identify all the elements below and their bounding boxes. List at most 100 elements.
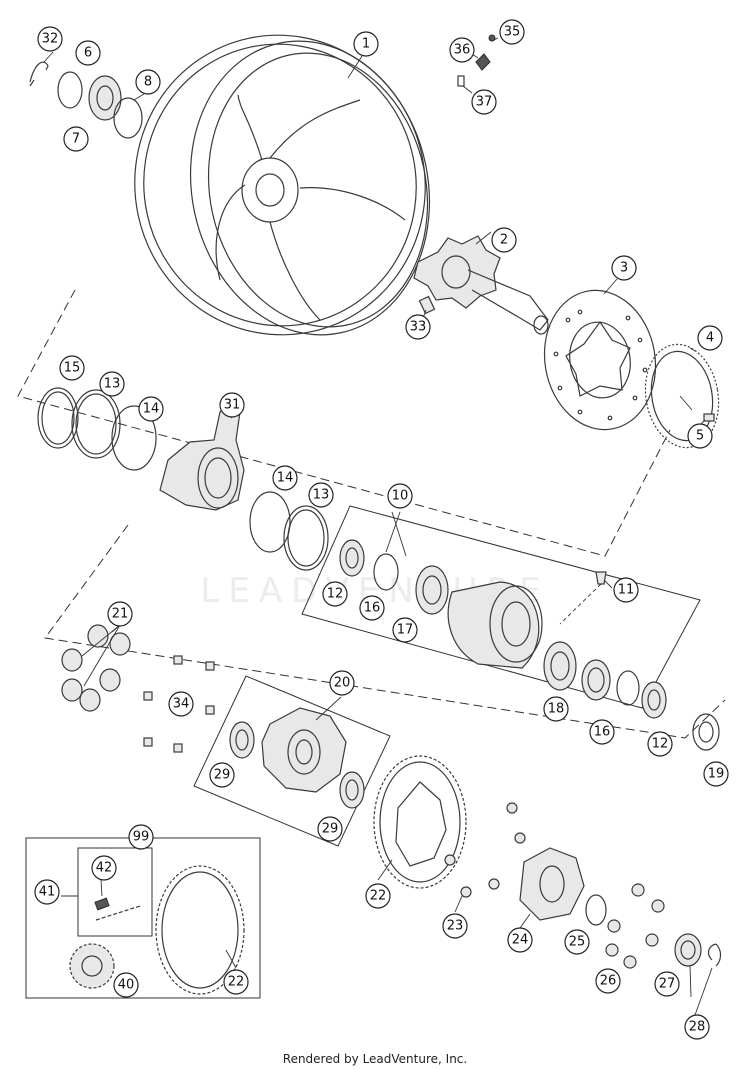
valve-part <box>457 34 496 87</box>
callout-circle <box>543 696 569 722</box>
rim-part <box>134 34 431 336</box>
callout-circle <box>647 731 673 757</box>
callout-circle <box>703 761 729 787</box>
callout-circle <box>322 581 348 607</box>
rear-sprocket-part <box>373 755 467 889</box>
callout-circle <box>359 595 385 621</box>
chain-part <box>94 897 141 921</box>
callout-label: 13 <box>104 377 121 392</box>
callout-label: 3 <box>620 261 628 276</box>
callout-circle <box>589 719 615 745</box>
callout-label: 42 <box>96 861 113 876</box>
nuts-26-part <box>605 883 665 969</box>
callout-circle <box>613 577 639 603</box>
callout-label: 23 <box>447 919 464 934</box>
callout-label: 1 <box>362 37 370 52</box>
callout-4: 4 <box>697 325 723 351</box>
callout-circle <box>491 227 517 253</box>
kit-rear-sprocket-part <box>155 865 245 995</box>
sprocket-carrier-part <box>261 707 347 793</box>
callout-25: 25 <box>564 929 590 955</box>
callout-8: 8 <box>135 69 161 95</box>
callout-27: 27 <box>654 971 680 997</box>
damper-rubbers-part <box>61 624 131 712</box>
hub-screw-part <box>559 571 607 625</box>
callout-7: 7 <box>63 126 89 152</box>
callout-label: 18 <box>548 702 565 717</box>
nut-27-part <box>674 933 702 967</box>
callout-circle <box>387 483 413 509</box>
ring-15-part <box>37 387 79 449</box>
callout-label: 37 <box>476 95 493 110</box>
callout-label: 22 <box>228 975 245 990</box>
callout-33: 33 <box>405 314 431 340</box>
callout-circle <box>168 691 194 717</box>
callout-36: 36 <box>449 37 475 63</box>
callout-37: 37 <box>471 89 497 115</box>
callout-label: 16 <box>364 601 381 616</box>
callout-31: 31 <box>219 392 245 418</box>
bearing-17-part <box>415 565 449 615</box>
circlip-16b-part <box>616 670 640 706</box>
callout-circle <box>365 883 391 909</box>
callout-circle <box>353 31 379 57</box>
callout-circle <box>442 913 468 939</box>
callout-circle <box>113 972 139 998</box>
callout-label: 14 <box>277 471 294 486</box>
callout-circle <box>107 601 133 627</box>
callout-label: 12 <box>652 737 669 752</box>
callout-label: 7 <box>72 132 80 147</box>
callout-15: 15 <box>59 355 85 381</box>
leader-lines <box>43 37 713 1016</box>
callout-circle <box>697 325 723 351</box>
callout-circle <box>684 1014 710 1040</box>
callout-label: 26 <box>600 974 617 989</box>
callout-10: 10 <box>387 483 413 509</box>
callout-16: 16 <box>589 719 615 745</box>
wheel-carrier-part <box>413 235 549 335</box>
ring-14-part <box>111 405 157 471</box>
callout-label: 36 <box>454 43 471 58</box>
callout-label: 32 <box>42 32 59 47</box>
callout-label: 4 <box>706 331 714 346</box>
callout-circle <box>75 40 101 66</box>
assembly-line-upper <box>17 289 671 557</box>
callout-circle <box>449 37 475 63</box>
callout-label: 19 <box>708 767 725 782</box>
brake-disc-part <box>543 289 657 431</box>
ring-13-part <box>71 389 121 459</box>
callout-label: 14 <box>143 402 160 417</box>
hub-assembly-frame <box>301 505 701 709</box>
callout-14: 14 <box>272 465 298 491</box>
callout-label: 13 <box>313 488 330 503</box>
callout-circle <box>405 314 431 340</box>
callout-label: 12 <box>327 587 344 602</box>
callout-circle <box>272 465 298 491</box>
callout-label: 29 <box>322 822 339 837</box>
callout-29: 29 <box>317 816 343 842</box>
callout-11: 11 <box>613 577 639 603</box>
nuts-23-part <box>444 802 526 898</box>
callout-2: 2 <box>491 227 517 253</box>
callout-label: 15 <box>64 361 81 376</box>
callout-18: 18 <box>543 696 569 722</box>
callout-circle <box>471 89 497 115</box>
seal-16b-part <box>581 659 611 701</box>
ring-13b-part <box>283 505 329 571</box>
callout-42: 42 <box>91 855 117 881</box>
callout-circle <box>687 423 713 449</box>
callout-16: 16 <box>359 595 385 621</box>
callout-23: 23 <box>442 913 468 939</box>
callout-label: 34 <box>173 697 190 712</box>
front-sprocket-part <box>69 943 115 989</box>
callout-circle <box>595 968 621 994</box>
callout-6: 6 <box>75 40 101 66</box>
bolt-part <box>418 295 436 315</box>
callout-label: 2 <box>500 233 508 248</box>
bearing-29b-part <box>339 771 365 809</box>
callout-circle <box>329 670 355 696</box>
callout-label: 35 <box>504 25 521 40</box>
callout-label: 17 <box>397 623 414 638</box>
ring-14b-part <box>249 491 291 553</box>
